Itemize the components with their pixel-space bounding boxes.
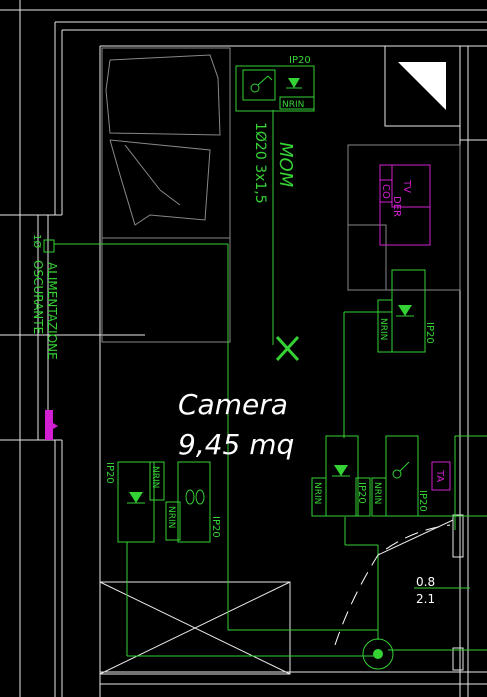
- ip-label-left-1: IP20: [104, 462, 115, 484]
- socket-block-right: [311, 435, 419, 517]
- nrin-label-left-1: NRIN: [150, 466, 160, 488]
- wardrobe: [99, 581, 291, 675]
- switch-block-top: [235, 65, 315, 112]
- room-name: Camera: [178, 388, 288, 421]
- tv-outlet: [379, 164, 431, 246]
- switch-icon: [250, 75, 273, 93]
- light-point-icon: [275, 335, 300, 362]
- ip-label-desk: IP20: [424, 322, 435, 344]
- ta-box: [431, 461, 451, 491]
- bed: [101, 47, 231, 343]
- desk: [347, 144, 461, 291]
- ta-label: TA: [434, 469, 445, 482]
- room-area: 9,45 mq: [178, 428, 294, 461]
- window-blind-icon: [43, 239, 58, 440]
- ip-label-top: IP20: [289, 55, 311, 66]
- ip-label-right-2: IP20: [417, 490, 428, 512]
- nrin-label-right-2: NRIN: [372, 482, 382, 504]
- socket-block-desk: [377, 269, 426, 353]
- nrin-label-top: NRIN: [282, 100, 304, 110]
- alimentazione-label: ALIMENTAZIONE: [45, 262, 59, 360]
- ip-label-right-1: IP20: [356, 482, 367, 504]
- door-swing: [334, 519, 454, 646]
- cable-label: 1Ø20 3x1,5: [252, 122, 268, 204]
- switch-icon: [392, 461, 410, 479]
- double-socket-icon: [185, 489, 205, 505]
- door-width: 0.8: [416, 575, 435, 589]
- co-label: CO: [380, 184, 391, 199]
- cable-side-label: 1Ø: [31, 234, 43, 248]
- mom-label: MOM: [275, 142, 296, 188]
- nrin-label-right-1: NRIN: [312, 482, 322, 504]
- ip-label-left-2: IP20: [210, 516, 221, 538]
- door-height: 2.1: [416, 592, 435, 606]
- tv-label: TV: [401, 179, 412, 193]
- der-label: DER: [391, 196, 402, 217]
- nrin-label-desk: NRIN: [378, 318, 388, 340]
- shaft-icon: [384, 45, 461, 127]
- socket-block-left: [117, 461, 211, 543]
- oscurante-label: OSCURANTE: [31, 260, 45, 334]
- wiring: [54, 110, 487, 657]
- nrin-label-left-2: NRIN: [166, 506, 176, 528]
- ceiling-light-icon: [362, 636, 394, 670]
